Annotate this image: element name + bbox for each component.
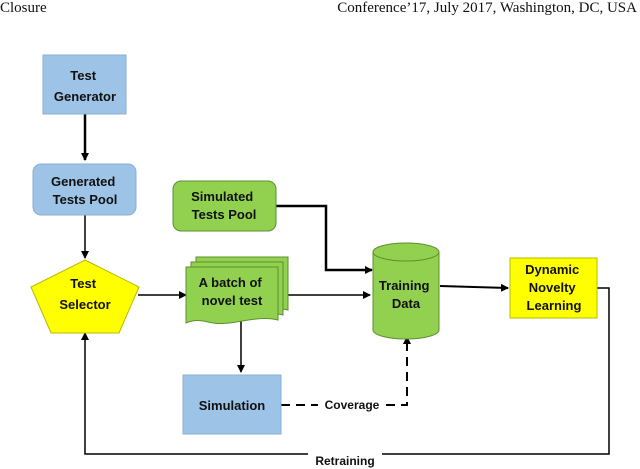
training-data-label-1: Training xyxy=(379,278,430,293)
test-selector-label-1: Test xyxy=(70,276,96,291)
running-header-right: Conference’17, July 2017, Washington, DC… xyxy=(337,0,637,16)
test-generator-label-2: Generator xyxy=(54,89,116,104)
coverage-label: Coverage xyxy=(325,398,380,412)
training-data-label-2: Data xyxy=(392,296,421,311)
novel-test-batch-label-2: novel test xyxy=(202,293,263,308)
svg-text:Training Data: Training Data xyxy=(379,278,433,311)
dynamic-novelty-learning-label-1: Dynamic xyxy=(525,262,579,277)
retraining-label: Retraining xyxy=(315,454,374,468)
test-selector-label-2: Selector xyxy=(59,297,110,312)
svg-text:A batch of novel test: A batch of novel test xyxy=(199,275,266,308)
simulation-label: Simulation xyxy=(199,398,266,413)
training-data-cylinder xyxy=(372,242,440,340)
dynamic-novelty-learning-label-2: Novelty xyxy=(529,280,577,295)
test-generator-label-1: Test xyxy=(70,68,96,83)
dynamic-novelty-learning-box xyxy=(509,257,598,319)
arrow-training-to-novelty xyxy=(439,283,509,292)
simulated-tests-pool-box xyxy=(172,180,277,232)
svg-text:Dynamic Novelty Le: Dynamic Novelty Learning xyxy=(525,262,583,313)
svg-text:Simulated Tests Pool: Simulated Tests Pool xyxy=(191,189,257,222)
generated-tests-pool-box xyxy=(32,163,137,216)
generated-tests-pool-label-2: Tests Pool xyxy=(53,192,118,207)
novel-test-batch-stack xyxy=(185,256,289,324)
simulation-box xyxy=(182,374,282,435)
arrow-simulated-to-training xyxy=(276,204,373,274)
svg-text:Test Generator: Test Generator xyxy=(54,68,116,104)
simulated-tests-pool-label-1: Simulated xyxy=(191,189,253,204)
test-generator-box xyxy=(42,54,127,115)
novel-test-batch-label-1: A batch of xyxy=(199,275,263,290)
running-header-left: Closure xyxy=(0,0,47,16)
test-selector-pentagon xyxy=(30,259,140,334)
arrow-coverage-dashed xyxy=(281,336,411,406)
svg-text:Test Selector: Test Selector xyxy=(59,276,110,312)
simulated-tests-pool-label-2: Tests Pool xyxy=(192,207,257,222)
svg-text:Generated Tests Pool: Generated Tests Pool xyxy=(51,174,119,207)
generated-tests-pool-label-1: Generated xyxy=(51,174,115,189)
arrow-retraining-feedback xyxy=(81,287,610,455)
dynamic-novelty-learning-label-3: Learning xyxy=(527,298,582,313)
